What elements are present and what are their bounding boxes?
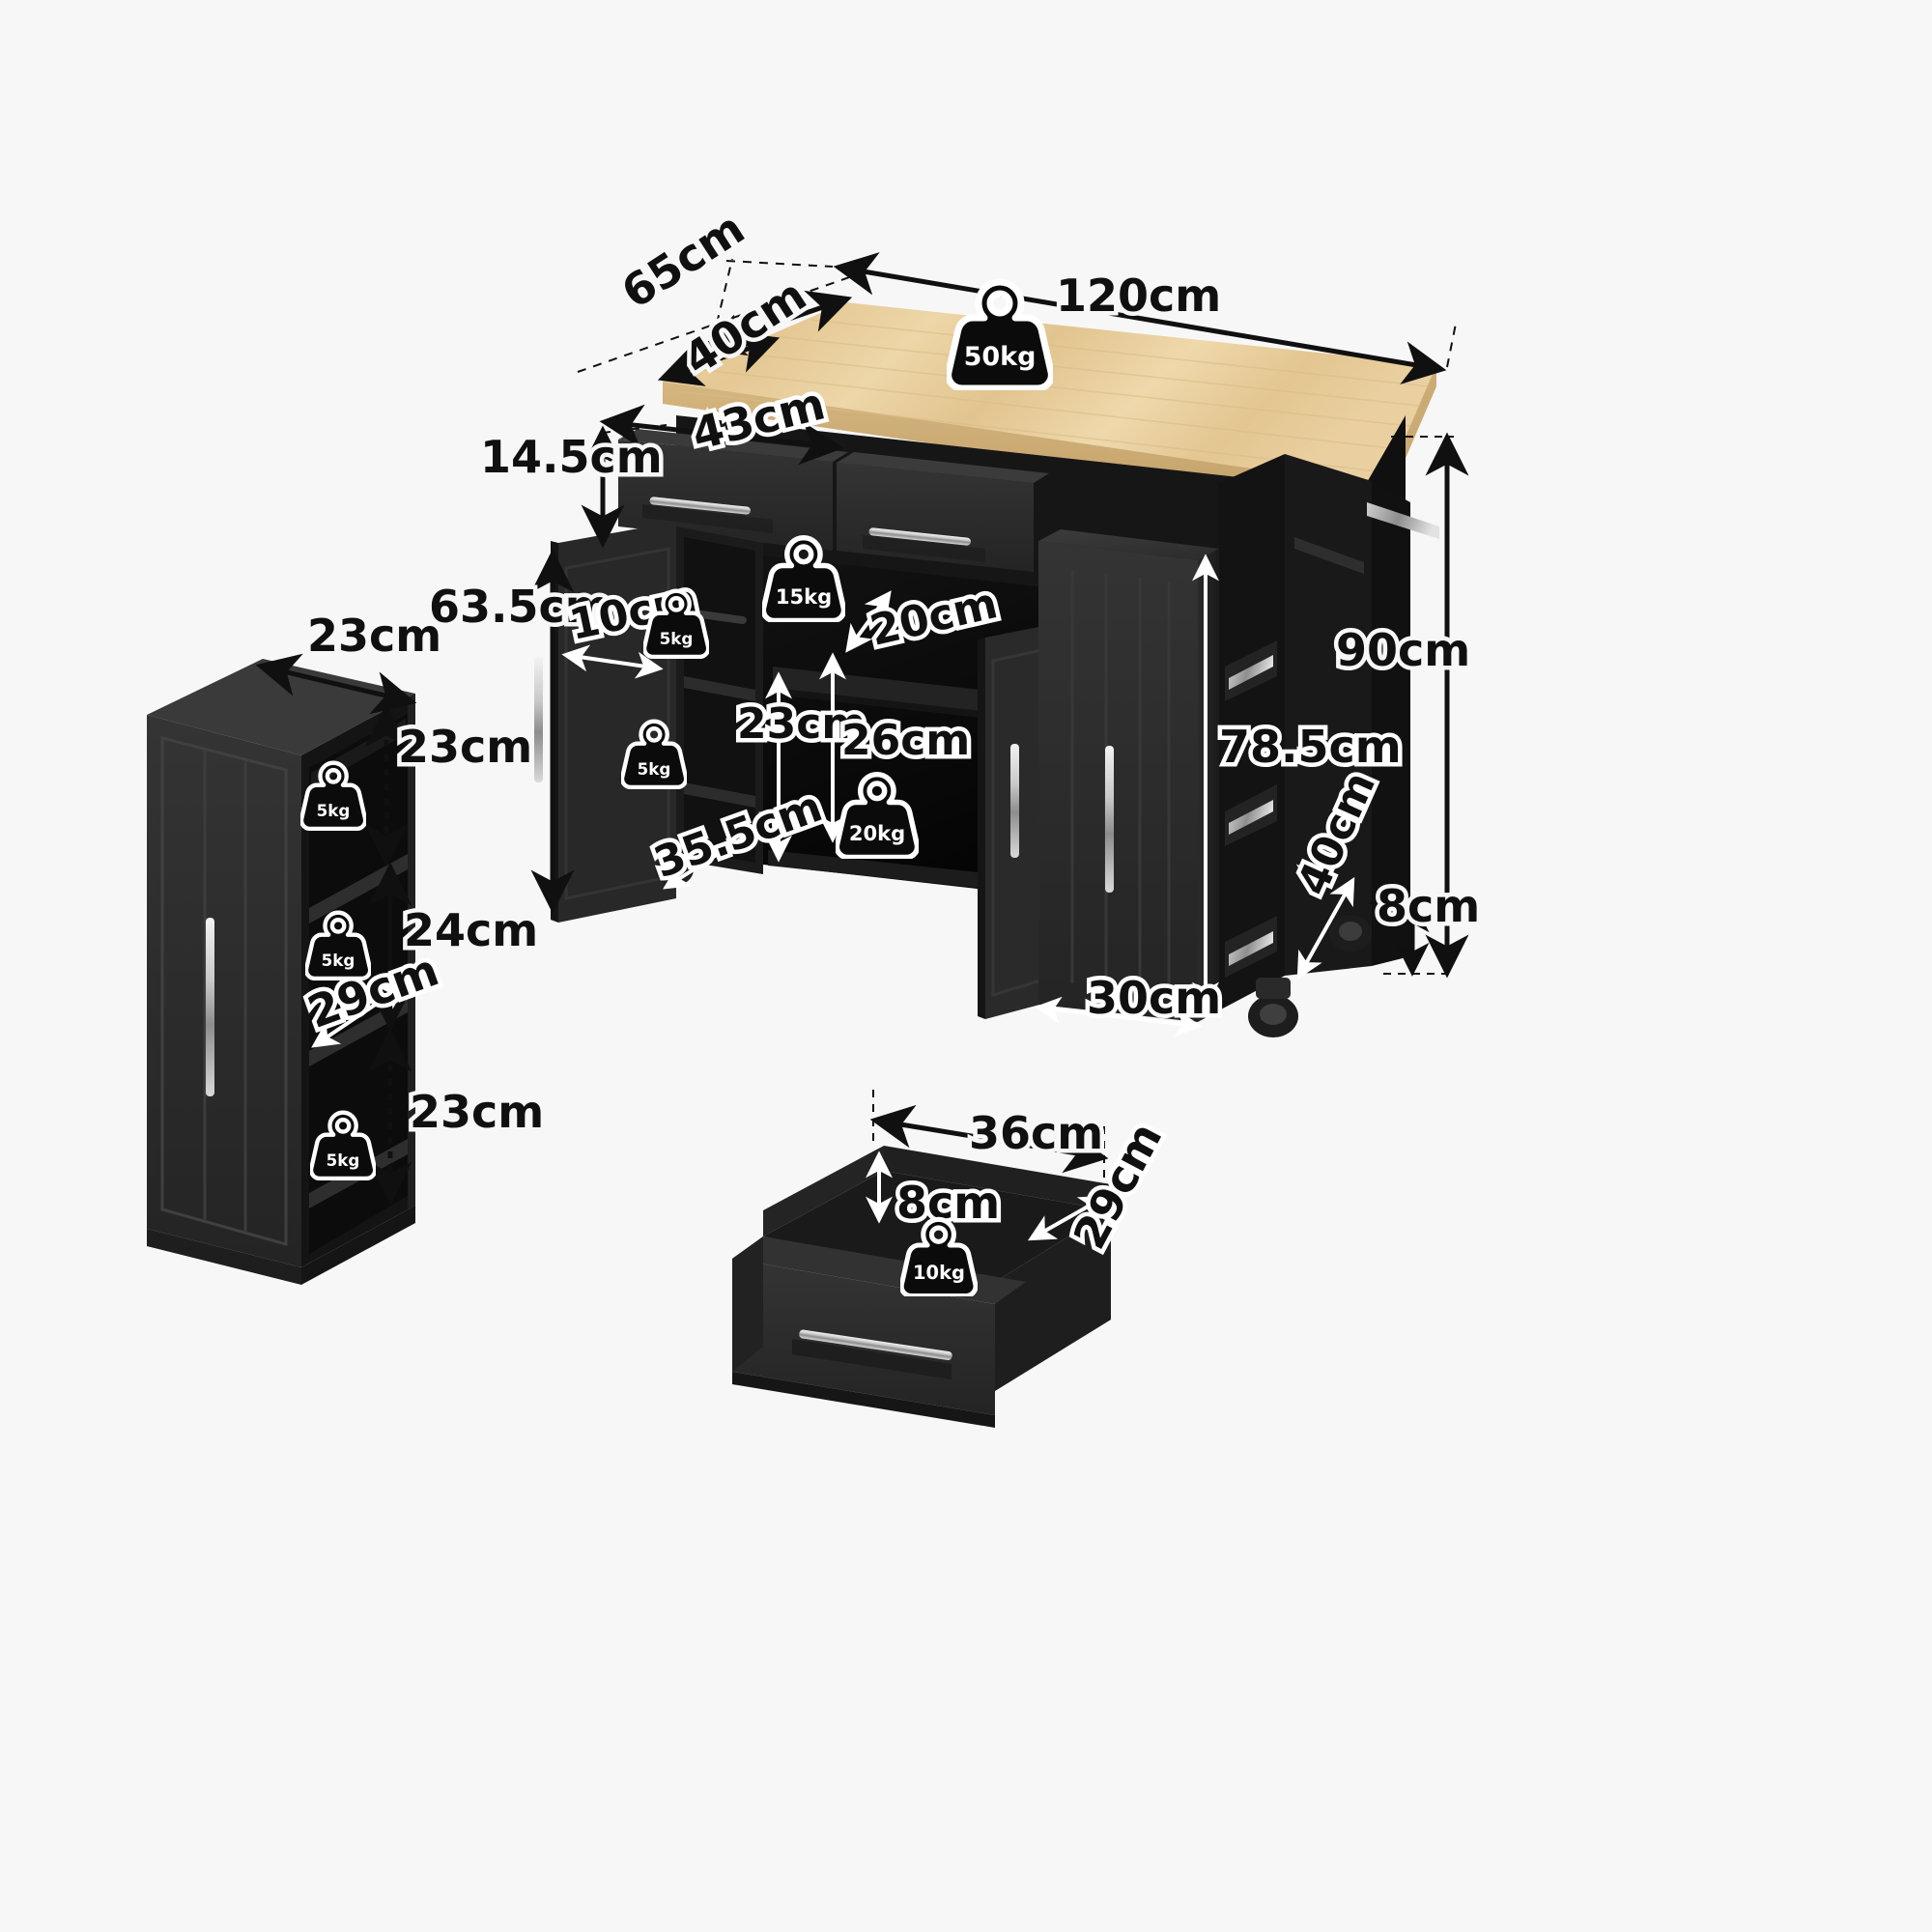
main-island-illustration <box>534 302 1439 1037</box>
side-cabinet-illustration <box>147 659 415 1285</box>
dimension-arrows <box>255 252 1469 1241</box>
drawer-illustration <box>732 1146 1111 1428</box>
